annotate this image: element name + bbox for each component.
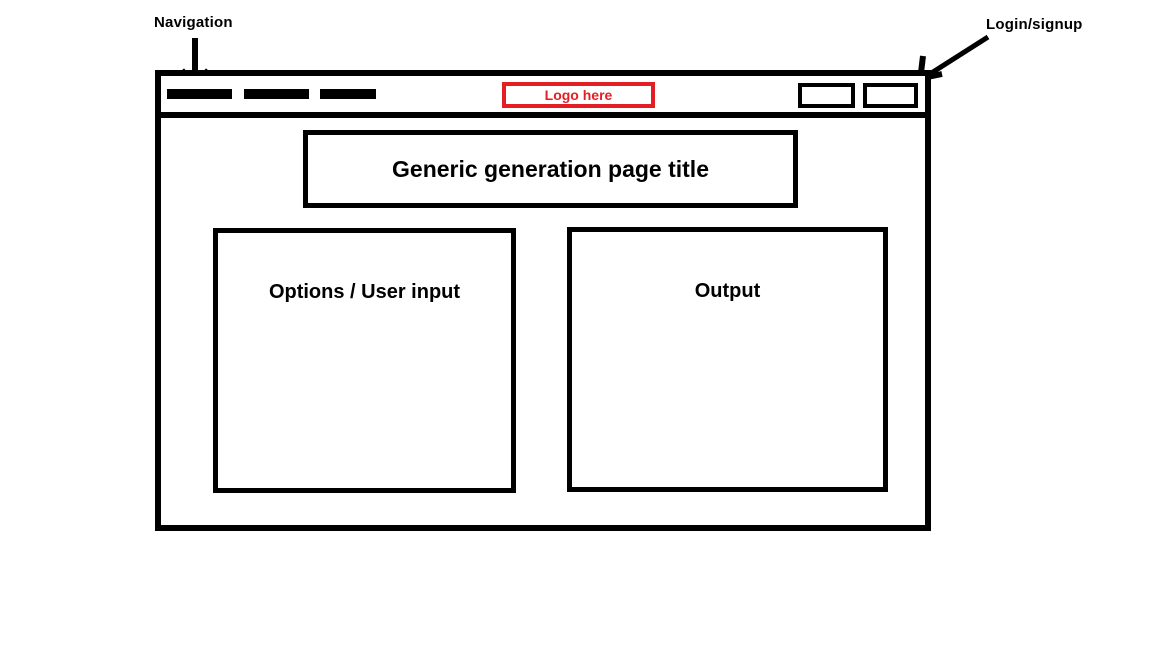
nav-item-placeholder[interactable]	[167, 89, 232, 99]
output-panel-label: Output	[694, 280, 761, 302]
options-panel-label: Options / User input	[268, 281, 461, 303]
login-button[interactable]	[798, 83, 855, 108]
logo-text: Logo here	[544, 87, 613, 103]
page-title-box: Generic generation page title	[303, 130, 798, 208]
page-frame: Logo here Generic generation page title …	[155, 70, 931, 531]
login-signup-annotation-label: Login/signup	[986, 16, 1083, 33]
header-bar: Logo here	[161, 76, 925, 118]
options-input-panel[interactable]: Options / User input	[213, 228, 516, 493]
output-panel: Output	[567, 227, 888, 492]
nav-item-placeholder[interactable]	[320, 89, 376, 99]
page-title: Generic generation page title	[392, 155, 709, 182]
signup-button[interactable]	[863, 83, 918, 108]
logo-placeholder[interactable]: Logo here	[502, 82, 655, 108]
navigation-annotation-label: Navigation	[154, 14, 233, 31]
nav-item-placeholder[interactable]	[244, 89, 309, 99]
